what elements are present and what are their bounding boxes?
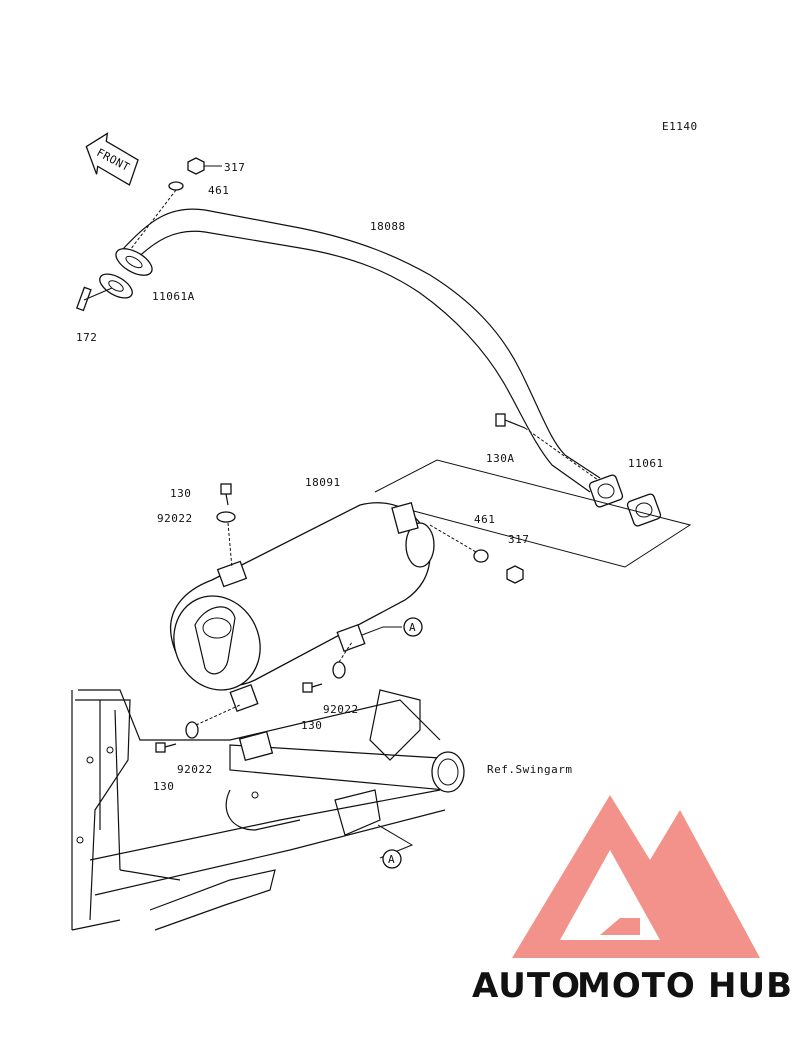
bolt-130A xyxy=(495,413,599,481)
label-18088: 18088 xyxy=(370,220,406,233)
diagram-code: E1140 xyxy=(662,120,698,133)
gasket-11061A xyxy=(99,273,133,299)
label-172: 172 xyxy=(76,331,97,344)
bolt-130-top xyxy=(220,483,232,506)
muffler-18091 xyxy=(170,502,435,712)
exhaust-pipe-18088 xyxy=(115,208,601,493)
washer-461-top xyxy=(129,181,184,251)
watermark-part3: HUB xyxy=(708,966,793,1006)
watermark-part2: MOTO xyxy=(577,966,696,1006)
callout-a-upper: A xyxy=(361,617,423,637)
label-18091: 18091 xyxy=(305,476,341,489)
label-461-mid: 461 xyxy=(474,513,495,526)
joint-outline xyxy=(374,459,692,568)
frame-swingarm xyxy=(71,689,465,931)
front-arrow-icon: FRONT xyxy=(85,132,139,186)
stud-172 xyxy=(75,286,113,312)
nut-317-top xyxy=(187,157,222,175)
pipe-flange xyxy=(588,474,624,508)
label-11061: 11061 xyxy=(628,457,664,470)
label-ref-swingarm: Ref.Swingarm xyxy=(487,763,572,776)
label-130-top: 130 xyxy=(170,487,191,500)
label-130A: 130A xyxy=(486,452,515,465)
gasket-11061 xyxy=(626,493,662,527)
label-317-mid: 317 xyxy=(508,533,529,546)
label-92022-mid: 92022 xyxy=(323,703,359,716)
callout-a-upper-label: A xyxy=(409,621,416,634)
label-461-top: 461 xyxy=(208,184,229,197)
label-11061A: 11061A xyxy=(152,290,195,303)
label-317-top: 317 xyxy=(224,161,245,174)
callout-a-lower-label: A xyxy=(388,853,395,866)
watermark-logo: AUTO MOTO HUB xyxy=(472,795,793,1006)
label-92022-top: 92022 xyxy=(157,512,193,525)
washer-92022-top xyxy=(216,511,236,569)
bolt-130-mid xyxy=(302,682,323,693)
watermark-part1: AUTO xyxy=(472,966,581,1006)
callout-a-lower: A xyxy=(377,824,414,869)
washer-92022-mid xyxy=(332,641,353,679)
label-92022-low: 92022 xyxy=(177,763,213,776)
nut-317-mid xyxy=(506,565,524,584)
washer-461-mid xyxy=(429,524,489,563)
bolt-130-low xyxy=(155,742,177,753)
label-130-mid: 130 xyxy=(301,719,322,732)
label-130-low: 130 xyxy=(153,780,174,793)
washer-92022-low xyxy=(185,704,241,739)
